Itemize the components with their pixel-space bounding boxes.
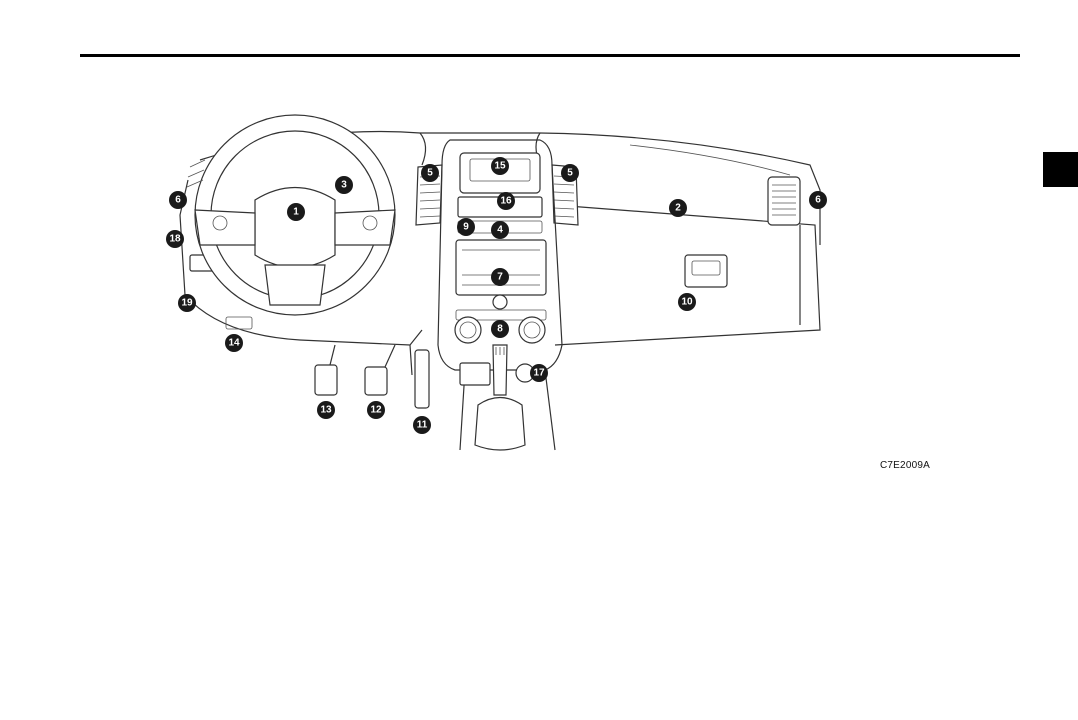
header-rule <box>80 54 1020 57</box>
svg-text:5: 5 <box>427 168 433 179</box>
callout-1: 1 <box>287 203 305 221</box>
callout-15: 15 <box>491 157 509 175</box>
callout-13: 13 <box>317 401 335 419</box>
svg-text:1: 1 <box>293 207 299 218</box>
svg-text:6: 6 <box>175 195 181 206</box>
callout-5-left: 5 <box>421 164 439 182</box>
svg-text:10: 10 <box>681 297 693 308</box>
callout-18: 18 <box>166 230 184 248</box>
svg-text:19: 19 <box>181 298 193 309</box>
callout-3: 3 <box>335 176 353 194</box>
svg-text:5: 5 <box>567 168 573 179</box>
callout-6-left: 6 <box>169 191 187 209</box>
chapter-tab-marker <box>1043 152 1078 187</box>
svg-text:7: 7 <box>497 272 503 283</box>
callout-8: 8 <box>491 320 509 338</box>
callout-14: 14 <box>225 334 243 352</box>
svg-text:8: 8 <box>497 324 503 335</box>
svg-text:4: 4 <box>497 225 503 236</box>
callout-10: 10 <box>678 293 696 311</box>
svg-text:16: 16 <box>500 196 512 207</box>
svg-text:18: 18 <box>169 234 181 245</box>
svg-text:6: 6 <box>815 195 821 206</box>
callout-2: 2 <box>669 199 687 217</box>
figure-caption: C7E2009A <box>880 460 930 471</box>
svg-text:13: 13 <box>320 405 332 416</box>
svg-text:11: 11 <box>417 420 428 431</box>
svg-text:15: 15 <box>494 161 506 172</box>
svg-text:3: 3 <box>341 180 347 191</box>
svg-text:12: 12 <box>370 405 382 416</box>
callout-9: 9 <box>457 218 475 236</box>
svg-text:2: 2 <box>675 203 681 214</box>
svg-text:17: 17 <box>533 368 545 379</box>
callout-11: 11 <box>413 416 431 434</box>
callout-5-right: 5 <box>561 164 579 182</box>
dashboard-illustration: 1 2 3 4 5 5 6 6 7 8 9 10 11 12 13 14 15 … <box>160 105 840 465</box>
callout-7: 7 <box>491 268 509 286</box>
callout-12: 12 <box>367 401 385 419</box>
callout-19: 19 <box>178 294 196 312</box>
callout-6-right: 6 <box>809 191 827 209</box>
dashboard-drawing: 1 2 3 4 5 5 6 6 7 8 9 10 11 12 13 14 15 … <box>166 114 827 451</box>
svg-text:14: 14 <box>228 338 240 349</box>
callout-16: 16 <box>497 192 515 210</box>
callout-4: 4 <box>491 221 509 239</box>
svg-text:9: 9 <box>463 222 469 233</box>
callout-17: 17 <box>530 364 548 382</box>
